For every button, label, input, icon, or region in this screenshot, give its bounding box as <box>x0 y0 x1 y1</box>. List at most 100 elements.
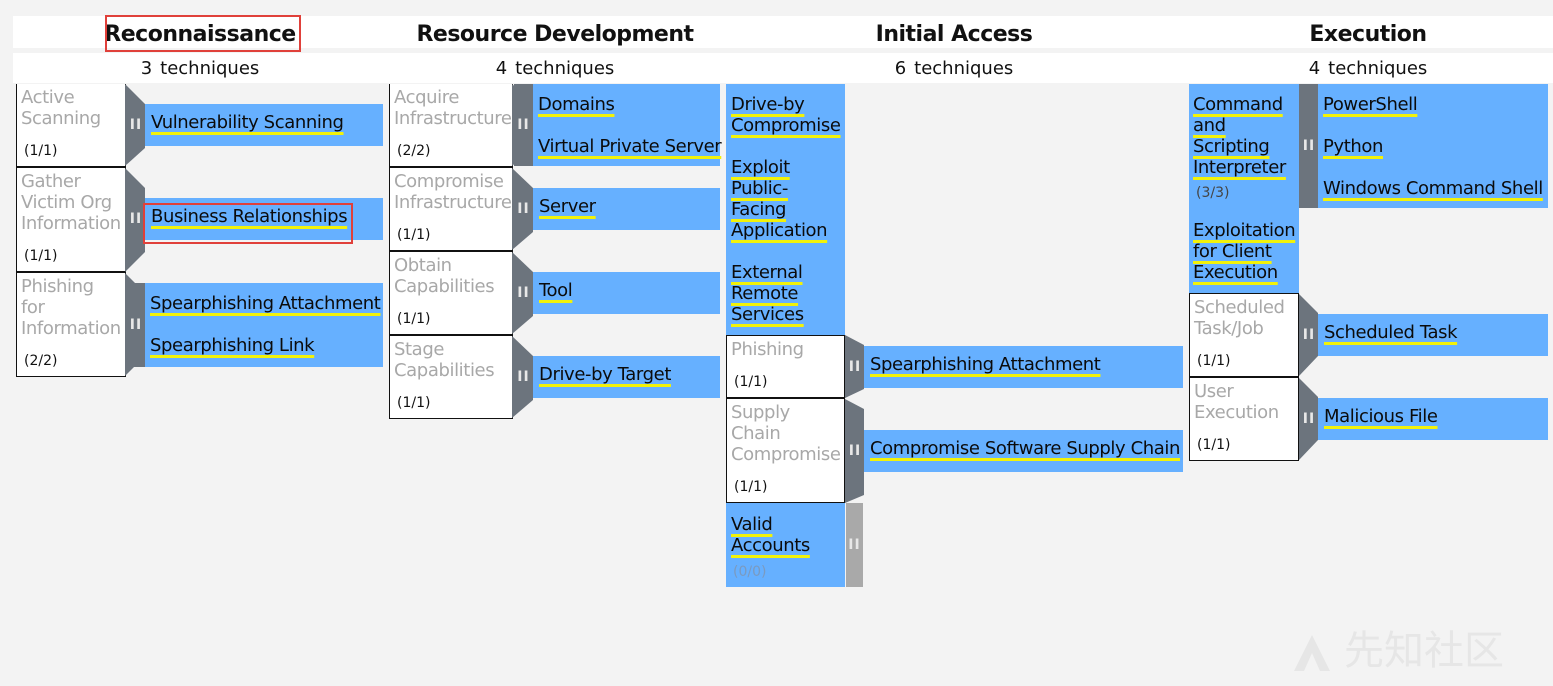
subtechnique-group-command-and-scripting: PowerShell Python Windows Command Shell <box>1318 84 1548 208</box>
subtechnique-toggle-handle[interactable]: II <box>846 346 864 388</box>
subtechnique-toggle-handle[interactable]: II <box>514 188 533 230</box>
subtechnique-count: (1/1) <box>734 479 768 495</box>
subtechnique-spearphishing-attachment[interactable]: Spearphishing Attachment <box>150 293 381 314</box>
subtechnique-toggle-handle[interactable]: II <box>127 283 145 367</box>
subtechnique-python[interactable]: Python <box>1323 136 1383 157</box>
subtechnique-count: (1/1) <box>397 311 431 327</box>
technique-name-line: Capabilities <box>394 276 495 297</box>
tactic-header-band <box>13 16 1553 48</box>
subtechnique-toggle-handle[interactable]: II <box>127 198 145 240</box>
subtechnique-toggle-handle[interactable]: II <box>514 356 533 398</box>
technique-gather-victim-org-information[interactable]: Gather Victim Org Information (1/1) <box>16 167 126 272</box>
subtechnique-tool[interactable]: Tool <box>533 272 720 314</box>
subtechnique-windows-command-shell[interactable]: Windows Command Shell <box>1323 178 1543 199</box>
technique-exploitation-for-client-execution[interactable]: Exploitation for Client Execution <box>1189 210 1299 294</box>
technique-phishing[interactable]: Phishing (1/1) <box>726 335 845 398</box>
subtechnique-group-phishing-for-information: Spearphishing Attachment Spearphishing L… <box>145 283 383 367</box>
subtechnique-count: (1/1) <box>24 143 58 159</box>
technique-name-line: Task/Job <box>1194 318 1264 339</box>
subtechnique-server[interactable]: Server <box>533 188 720 230</box>
subtechnique-toggle-handle[interactable]: II <box>514 84 533 166</box>
technique-name-line: Phishing <box>731 339 804 360</box>
tactic-title-reconnaissance[interactable]: Reconnaissance <box>104 22 296 47</box>
subtechnique-count: (2/2) <box>397 143 431 159</box>
subtechnique-count: (0/0) <box>733 564 767 580</box>
subtechnique-toggle-handle[interactable]: II <box>846 430 864 472</box>
watermark-text: 先知社区 <box>1344 628 1504 674</box>
subtechnique-toggle-handle[interactable]: II <box>1300 84 1318 208</box>
subtechnique-spearphishing-link[interactable]: Spearphishing Link <box>150 335 315 356</box>
technique-group-initial-access-blue: Drive-by Compromise Exploit Public- Faci… <box>726 84 845 336</box>
subtechnique-toggle-handle[interactable]: II <box>1300 398 1318 440</box>
technique-name-line: Information <box>21 213 121 234</box>
technique-name-line: Phishing <box>21 276 94 297</box>
technique-phishing-for-information[interactable]: Phishing for Information (2/2) <box>16 272 126 377</box>
subtechnique-toggle-handle[interactable]: II <box>514 272 533 314</box>
technique-exploit-public-facing-application[interactable]: Exploit Public- Facing Application <box>731 157 828 241</box>
subtechnique-malicious-file[interactable]: Malicious File <box>1318 398 1548 440</box>
technique-scheduled-task-job[interactable]: Scheduled Task/Job (1/1) <box>1189 293 1299 377</box>
technique-name-line: Scripting <box>1193 136 1270 157</box>
subtechnique-vulnerability-scanning[interactable]: Vulnerability Scanning <box>145 104 383 146</box>
subtechnique-count: (2/2) <box>24 353 58 369</box>
technique-name-line: Supply <box>731 402 790 423</box>
technique-user-execution[interactable]: User Execution (1/1) <box>1189 377 1299 461</box>
subtechnique-count: (1/1) <box>734 374 768 390</box>
technique-name-line: Stage <box>394 339 445 360</box>
technique-name-line: Command <box>1193 94 1283 115</box>
subtechnique-drive-by-target[interactable]: Drive-by Target <box>533 356 720 398</box>
subtechnique-domains[interactable]: Domains <box>538 94 615 115</box>
technique-count-band <box>13 53 1553 83</box>
watermark-logo-icon <box>1294 635 1330 671</box>
technique-obtain-capabilities[interactable]: Obtain Capabilities (1/1) <box>389 251 513 335</box>
technique-name-line: for Client <box>1193 241 1272 262</box>
subtechnique-count: (1/1) <box>1197 353 1231 369</box>
tactic-title-resource-development[interactable]: Resource Development <box>416 22 694 47</box>
technique-supply-chain-compromise[interactable]: Supply Chain Compromise (1/1) <box>726 398 845 503</box>
technique-stage-capabilities[interactable]: Stage Capabilities (1/1) <box>389 335 513 419</box>
technique-active-scanning[interactable]: Active Scanning (1/1) <box>16 84 126 167</box>
subtechnique-toggle-handle[interactable]: II <box>1300 314 1318 356</box>
technique-name-line: Infrastructure <box>394 108 512 129</box>
technique-name-line: Scheduled <box>1194 297 1285 318</box>
technique-name-line: Compromise <box>731 444 841 465</box>
technique-name-line: Interpreter <box>1193 157 1286 178</box>
technique-drive-by-compromise[interactable]: Drive-by Compromise <box>731 94 841 136</box>
subtechnique-toggle-handle[interactable]: II <box>127 104 145 146</box>
technique-name-line: Valid <box>731 514 773 535</box>
technique-name-line: Victim Org <box>21 192 112 213</box>
technique-external-remote-services[interactable]: External Remote Services <box>731 262 804 325</box>
subtechnique-virtual-private-server[interactable]: Virtual Private Server <box>538 136 722 157</box>
subtechnique-scheduled-task[interactable]: Scheduled Task <box>1318 314 1548 356</box>
technique-acquire-infrastructure[interactable]: Acquire Infrastructure (2/2) <box>389 84 513 167</box>
technique-name-line: Acquire <box>394 87 460 108</box>
tactic-title-initial-access[interactable]: Initial Access <box>875 22 1033 47</box>
technique-name-line: Execution <box>1194 402 1279 423</box>
technique-command-and-scripting-interpreter[interactable]: Command and Scripting Interpreter (3/3) <box>1189 84 1299 210</box>
technique-name-line: Compromise <box>394 171 504 192</box>
technique-compromise-infrastructure[interactable]: Compromise Infrastructure (1/1) <box>389 167 513 251</box>
technique-name-line: Accounts <box>731 535 810 556</box>
subtechnique-powershell[interactable]: PowerShell <box>1323 94 1418 115</box>
technique-valid-accounts[interactable]: Valid Accounts (0/0) <box>726 503 845 587</box>
technique-name-line: for <box>21 297 45 318</box>
subtechnique-toggle-handle-disabled[interactable]: II <box>846 503 863 587</box>
technique-name-line: Exploitation <box>1193 220 1296 241</box>
subtechnique-group-acquire-infrastructure: Domains Virtual Private Server <box>533 84 722 166</box>
subtechnique-count: (1/1) <box>24 248 58 264</box>
subtechnique-count: (1/1) <box>1197 437 1231 453</box>
subtechnique-spearphishing-attachment-initial[interactable]: Spearphishing Attachment <box>864 346 1183 388</box>
technique-name-line: Active <box>21 87 75 108</box>
technique-name-line: Execution <box>1193 262 1278 283</box>
subtechnique-compromise-software-supply-chain[interactable]: Compromise Software Supply Chain <box>864 430 1183 472</box>
tactic-title-execution[interactable]: Execution <box>1309 22 1427 47</box>
watermark: 先知社区 <box>1290 618 1504 676</box>
technique-name-line: and <box>1193 115 1226 136</box>
subtechnique-business-relationships[interactable]: Business Relationships <box>145 198 383 240</box>
technique-name-line: Infrastructure <box>394 192 512 213</box>
technique-name-line: Gather <box>21 171 81 192</box>
